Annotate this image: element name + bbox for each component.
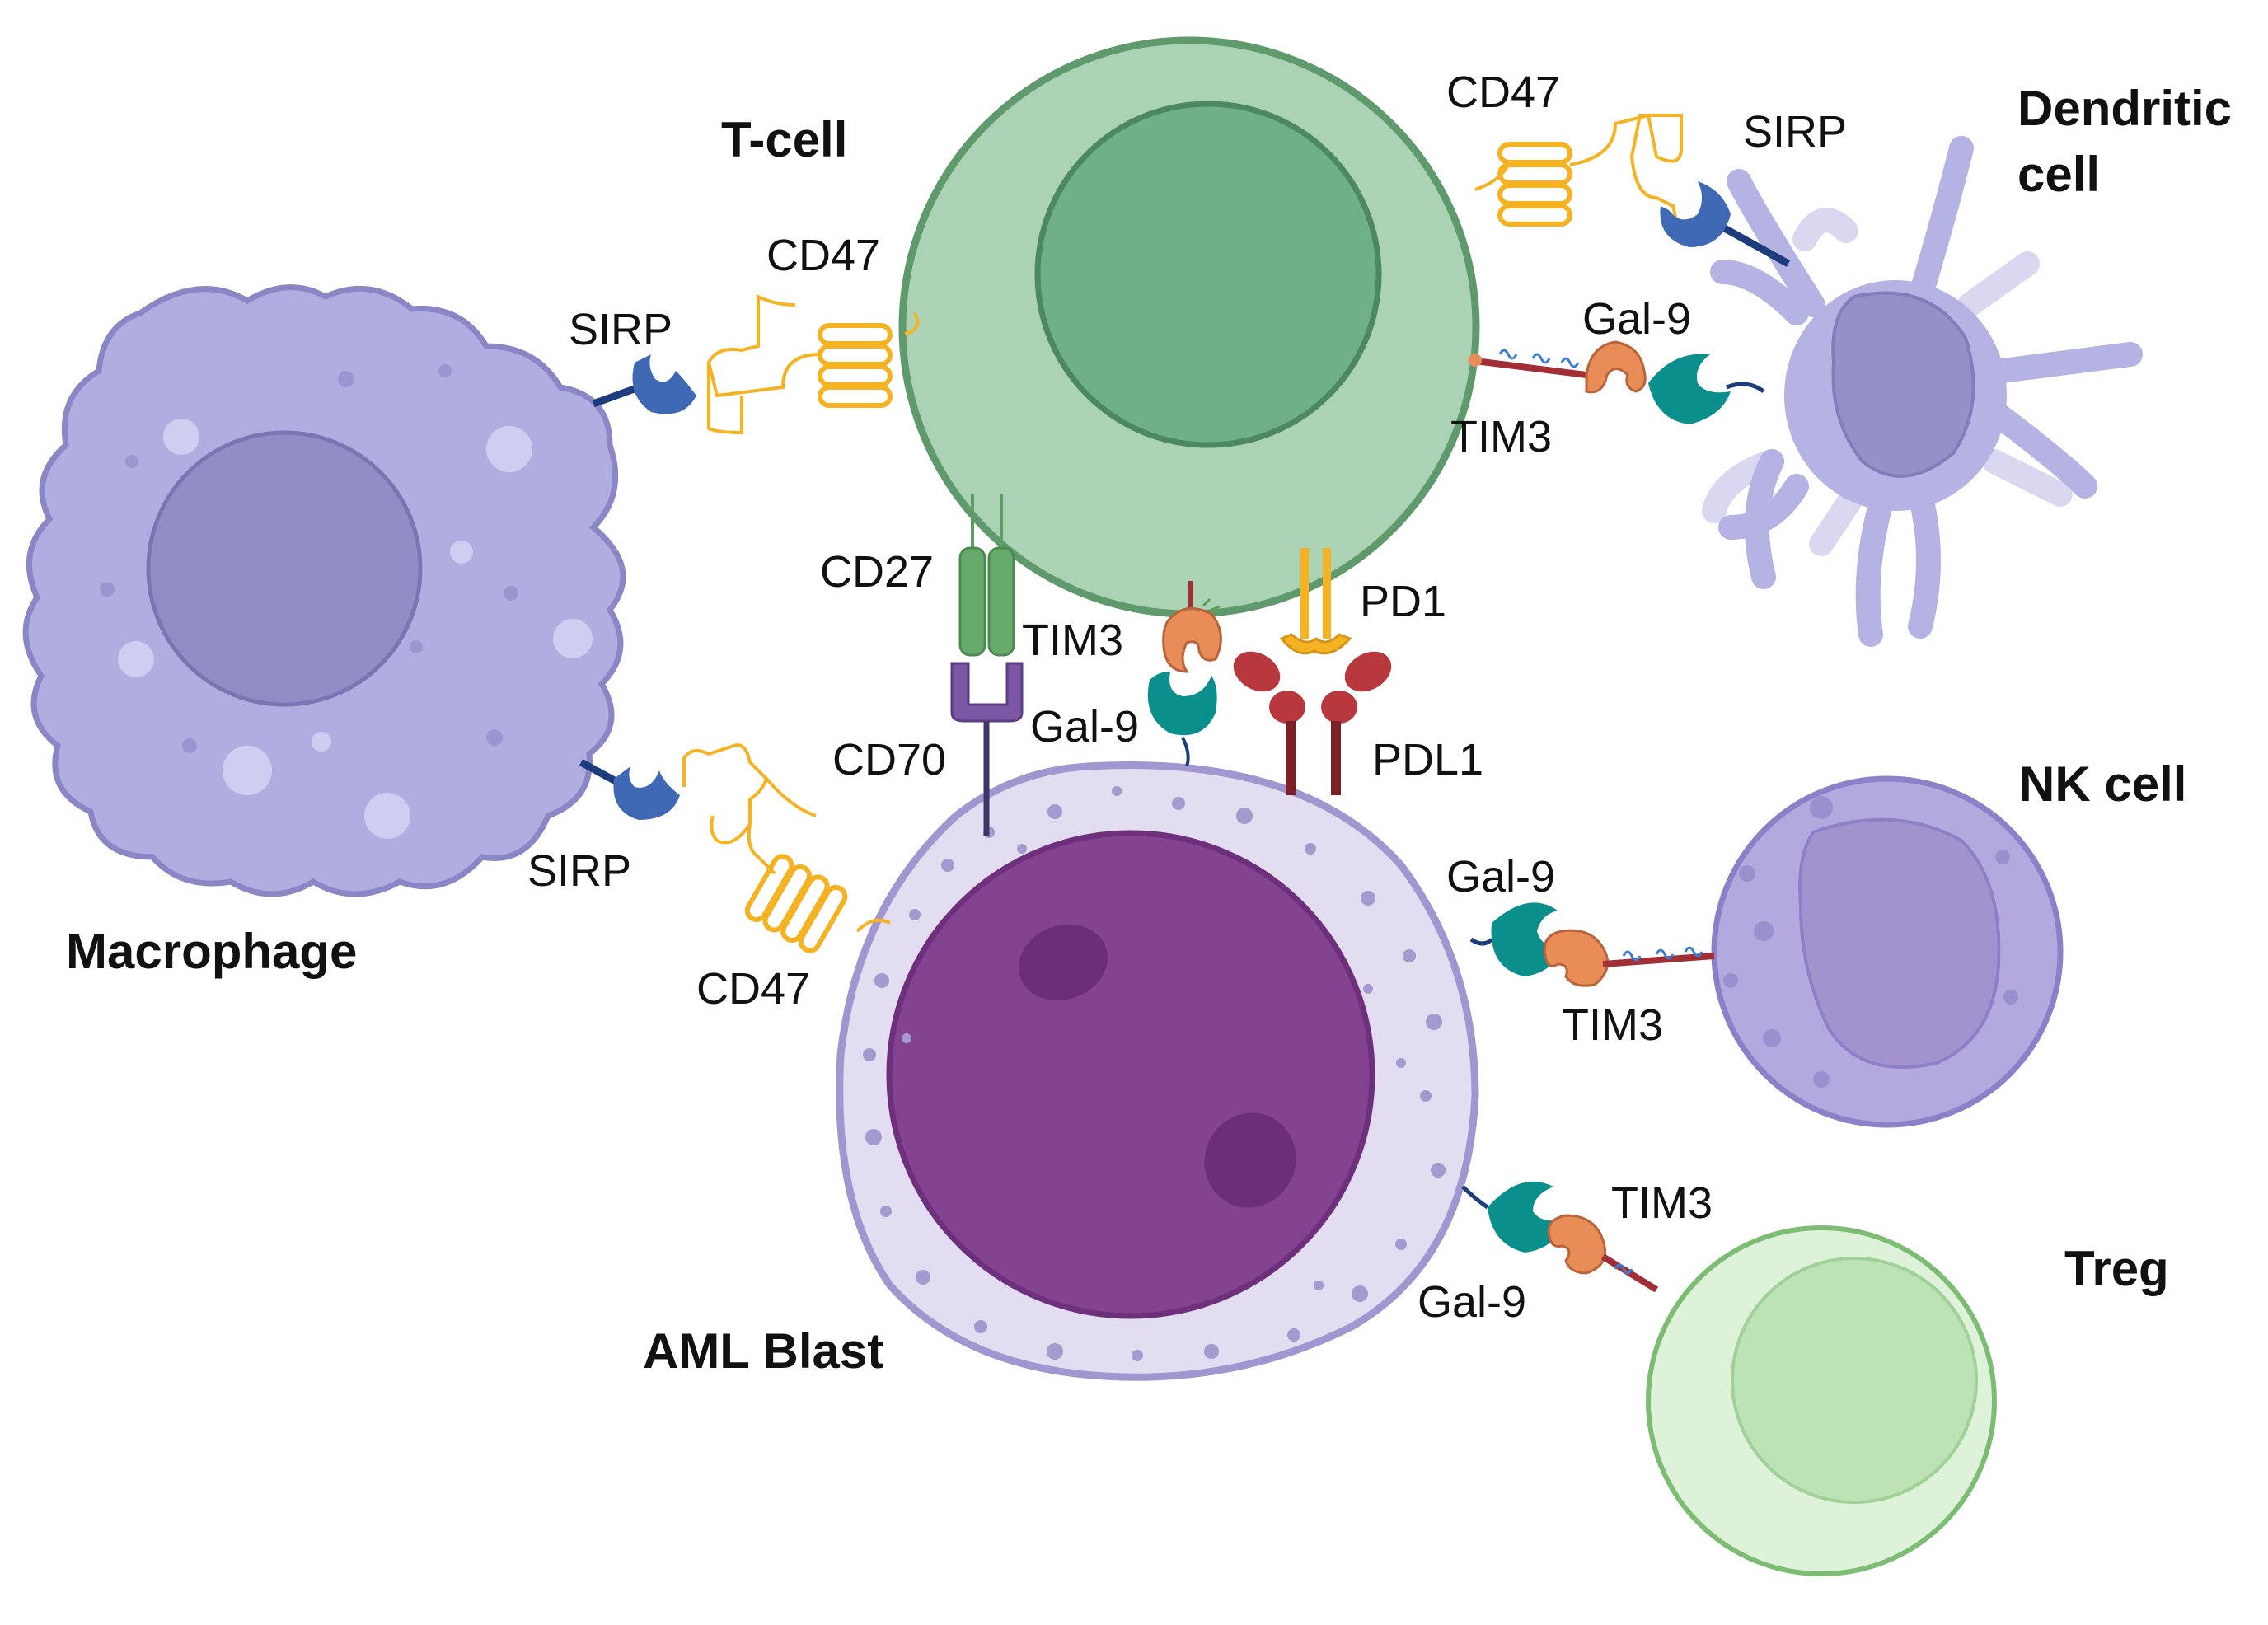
label-macrophage: Macrophage [66, 924, 357, 979]
label-cd47-aml-mac: CD47 [696, 964, 810, 1014]
nk-nucleus [1798, 817, 2001, 1069]
cd70-molecule [950, 662, 1024, 836]
label-aml-blast: AML Blast [643, 1323, 883, 1379]
label-pd1: PD1 [1360, 577, 1446, 626]
label-tim3-treg: TIM3 [1611, 1178, 1713, 1228]
sirp-mac-top-molecule [592, 354, 696, 414]
label-pdl1: PDL1 [1372, 735, 1483, 784]
tim3-tcell-dc-molecule [1468, 340, 1647, 394]
cd47-tcell-mac-molecule [706, 293, 919, 435]
t-cell [898, 36, 1480, 618]
tim3-tcell-aml-molecule [1162, 581, 1222, 673]
aml-nucleus [886, 830, 1375, 1319]
t-cell-nucleus [1034, 101, 1382, 448]
label-tim3-tcell-dc: TIM3 [1450, 412, 1552, 461]
label-dendritic-line2: cell [2017, 147, 2100, 202]
label-cd47-tcell-mac: CD47 [766, 231, 880, 280]
dendritic-nucleus [1831, 291, 1975, 478]
cd47-tcell-dc-molecule [1474, 113, 1699, 246]
pd1-molecule [1279, 548, 1352, 655]
label-gal9-nk: Gal-9 [1446, 852, 1555, 901]
sirp-mac-bottom-molecule [579, 759, 680, 820]
macrophage-nucleus [146, 430, 423, 707]
tim3-nk-molecule [1543, 929, 1715, 987]
dendritic-cell [1702, 136, 2143, 647]
nk-cell [1711, 775, 2064, 1128]
aml-blast-cell [836, 761, 1479, 1381]
label-tim3-nk: TIM3 [1562, 1000, 1663, 1050]
label-cd27: CD27 [820, 547, 934, 597]
label-cd47-tcell-dc: CD47 [1446, 68, 1560, 117]
label-gal9-tcell-aml: Gal-9 [1030, 702, 1139, 752]
label-sirp-mac-top: SIRP [569, 305, 672, 354]
cd27-molecule [958, 494, 1015, 657]
label-sirp-dc: SIRP [1743, 107, 1847, 157]
tim3-treg-molecule [1547, 1214, 1659, 1293]
label-nk-cell: NK cell [2019, 756, 2186, 812]
sirp-dc-molecule [1660, 181, 1791, 267]
label-gal9-treg: Gal-9 [1418, 1277, 1526, 1327]
label-dendritic-line1: Dendritic [2017, 81, 2232, 136]
macrophage-cell [22, 284, 626, 897]
label-treg: Treg [2064, 1241, 2169, 1296]
cd47-aml-mac-molecule [682, 743, 891, 953]
gal9-treg-molecule [1461, 1181, 1562, 1253]
label-cd70: CD70 [832, 735, 946, 784]
treg-nucleus [1731, 1257, 1978, 1504]
gal9-tcell-dc-molecule [1648, 354, 1765, 424]
label-t-cell: T-cell [721, 112, 847, 167]
gal9-nk-molecule [1469, 902, 1562, 976]
label-tim3-tcell-aml: TIM3 [1022, 616, 1123, 665]
treg-cell [1646, 1225, 1997, 1576]
pdl1-molecule [1233, 651, 1392, 795]
gal9-tcell-aml-molecule [1147, 672, 1217, 767]
label-gal9-tcell-dc: Gal-9 [1582, 294, 1691, 344]
label-sirp-mac-bottom: SIRP [527, 846, 631, 896]
